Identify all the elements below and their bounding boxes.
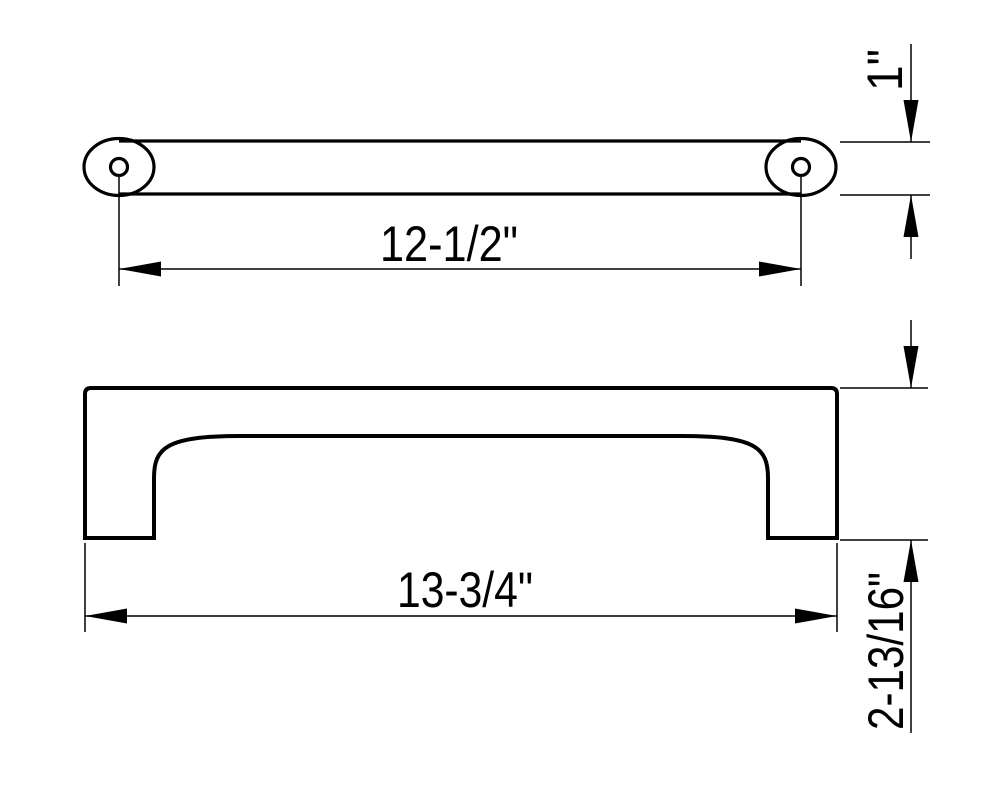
dimension-bar-width: 1" bbox=[840, 44, 930, 259]
dimension-label-center-to-center: 12-1/2" bbox=[380, 216, 518, 272]
arrowhead-up-icon bbox=[903, 540, 919, 582]
arrowhead-right-icon bbox=[795, 608, 837, 624]
front-view bbox=[83, 386, 839, 540]
arrowhead-up-icon bbox=[903, 195, 919, 237]
arrowhead-down-icon bbox=[903, 346, 919, 388]
top-view-right-hole bbox=[790, 156, 812, 178]
top-view-left-hole bbox=[108, 156, 130, 178]
arrowhead-down-icon bbox=[903, 100, 919, 142]
top-view bbox=[82, 136, 838, 198]
arrowhead-left-icon bbox=[85, 608, 127, 624]
arrowhead-left-icon bbox=[119, 261, 161, 277]
arrowhead-right-icon bbox=[759, 261, 801, 277]
dimension-label-bar-width: 1" bbox=[857, 49, 913, 91]
dimension-overall-projection: 2-13/16" bbox=[840, 320, 928, 733]
dimension-label-overall-projection: 2-13/16" bbox=[858, 572, 914, 730]
dimension-overall-length: 13-3/4" bbox=[84, 543, 838, 632]
front-view-handle-outline bbox=[83, 386, 839, 540]
dimension-label-overall-length: 13-3/4" bbox=[397, 562, 533, 618]
dimension-center-to-center: 12-1/2" bbox=[118, 176, 802, 286]
